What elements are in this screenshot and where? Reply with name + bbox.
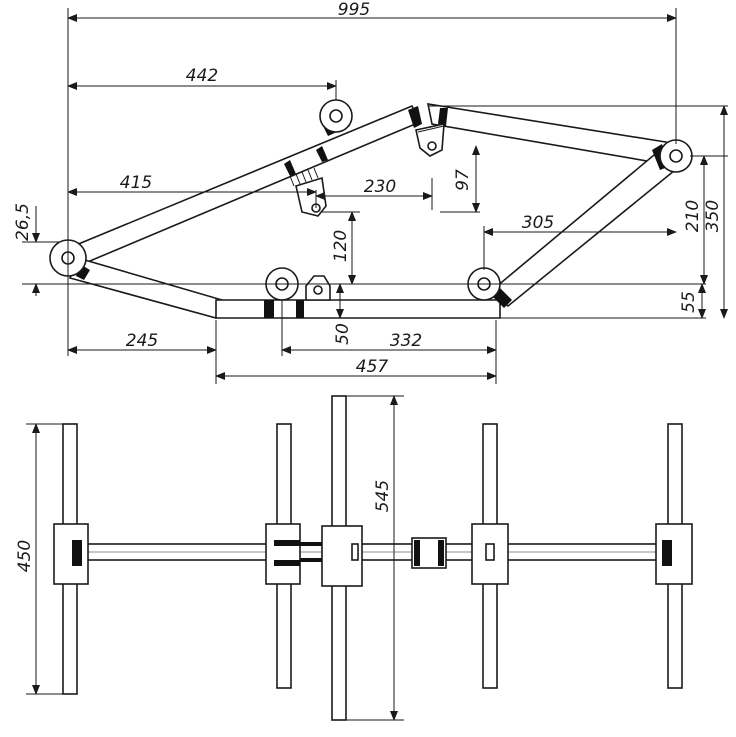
- dim-label-332: 332: [390, 331, 422, 351]
- hub-block-2: [265, 523, 301, 585]
- hub-block-5: [655, 523, 693, 585]
- hub-block-3: [321, 525, 363, 587]
- wheel-top: [319, 99, 353, 133]
- dim-label-97: 97: [453, 169, 473, 191]
- central-tube: [69, 543, 681, 561]
- dim-label-230: 230: [364, 177, 396, 197]
- dim-label-545: 545: [373, 480, 393, 512]
- bracket-upper: [415, 122, 445, 157]
- bracket-mid: [295, 176, 327, 217]
- bottom-tube: [215, 299, 501, 319]
- hub-block-1: [53, 523, 89, 585]
- dim-label-442: 442: [186, 66, 218, 86]
- dimension-lines-top: [26, 395, 404, 721]
- side-view: 995 442 415 230 97 26,5 120 305 210 350 …: [13, 0, 728, 384]
- dim-label-350: 350: [703, 200, 723, 232]
- wheel-right: [659, 139, 693, 173]
- down-tube-right: [488, 148, 682, 308]
- bracket-bottom: [305, 275, 331, 301]
- dim-label-55: 55: [679, 291, 699, 313]
- dimension-lines-side: [22, 8, 728, 384]
- top-view: 450 545: [15, 395, 693, 721]
- dim-label-305: 305: [522, 213, 554, 233]
- dim-label-995: 995: [338, 0, 370, 20]
- dim-label-415: 415: [120, 173, 152, 193]
- dim-label-50: 50: [333, 323, 353, 345]
- dim-label-457: 457: [356, 357, 389, 377]
- dim-label-245: 245: [126, 331, 158, 351]
- lower-tube-left: [68, 257, 224, 319]
- coupler: [411, 537, 447, 569]
- dim-label-120: 120: [331, 230, 351, 262]
- dim-label-210: 210: [683, 200, 703, 232]
- dim-label-450: 450: [15, 540, 35, 572]
- top-tube-right: [426, 103, 679, 167]
- welds-top-view: [300, 542, 322, 562]
- hub-block-4: [471, 523, 509, 585]
- dim-label-26-5: 26,5: [13, 203, 33, 241]
- hatching: [289, 167, 319, 187]
